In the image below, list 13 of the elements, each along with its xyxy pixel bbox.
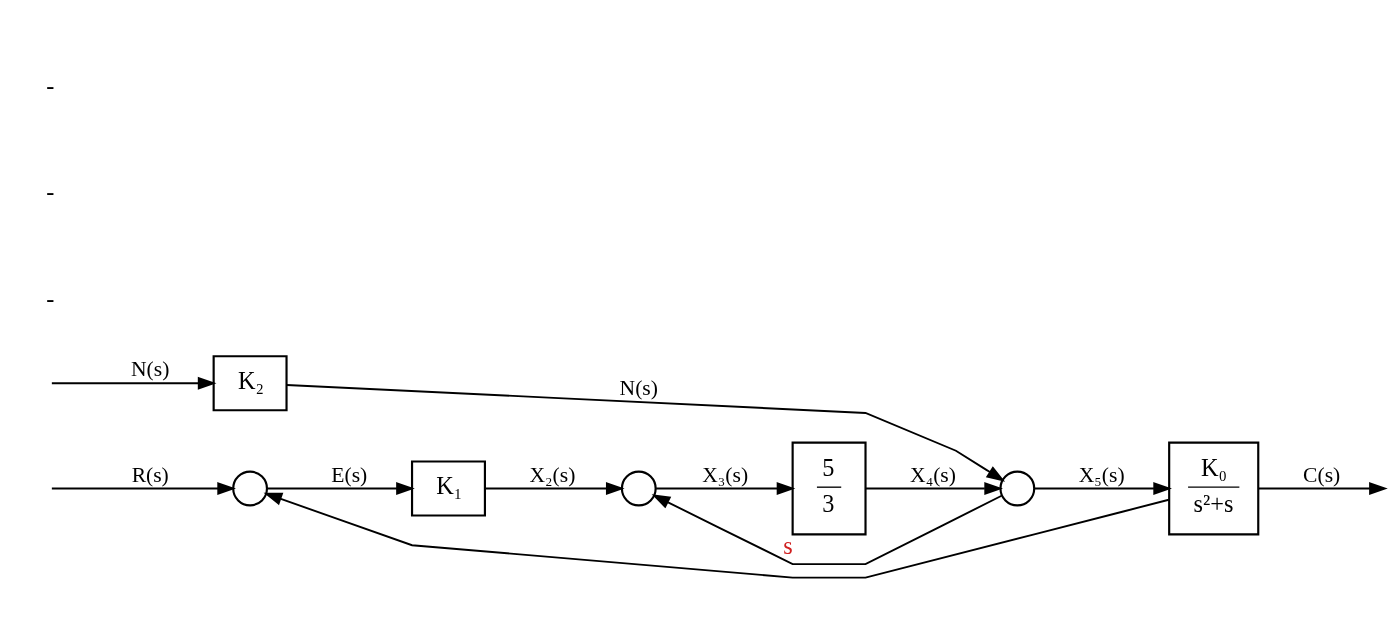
- edge-label: R(s): [131, 462, 169, 487]
- edge-label: X₂(s): [529, 462, 576, 487]
- label: -: [46, 284, 55, 312]
- edge-label: E(s): [331, 462, 368, 487]
- edge-label: N(s): [131, 356, 170, 381]
- edge-label: N(s): [619, 375, 658, 400]
- label: -: [46, 177, 55, 205]
- label: -: [46, 71, 55, 99]
- edge-label: X₅(s): [1078, 462, 1125, 487]
- edge-label: X₄(s): [910, 462, 956, 487]
- edge-label: C(s): [1303, 462, 1341, 487]
- edge-label: X₃(s): [702, 462, 749, 487]
- node-label: s: [783, 531, 793, 559]
